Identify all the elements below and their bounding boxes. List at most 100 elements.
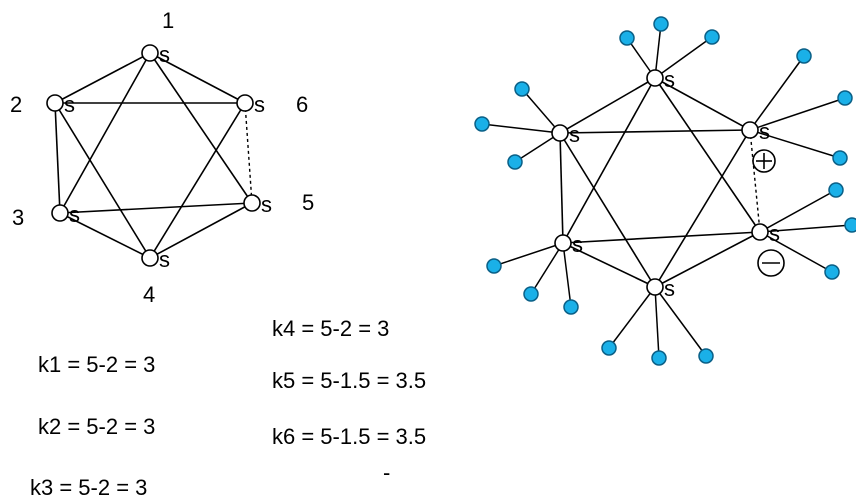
ligand-sphere	[698, 348, 714, 364]
right-atom-upper-right: s	[741, 119, 770, 144]
left-atom-3: s	[51, 202, 80, 227]
bond-1-3	[59, 52, 151, 214]
bond	[559, 77, 656, 134]
ligand-sphere	[563, 299, 579, 315]
k3-equation: k3 = 5-2 = 3	[30, 475, 147, 499]
left-cluster: s s s s s s 1 2 6 3 5 4	[10, 8, 314, 307]
ligand-bond	[562, 242, 572, 308]
left-atom-5: s	[243, 192, 272, 217]
bond	[559, 132, 656, 288]
ligand-sphere	[523, 286, 539, 302]
bond	[562, 231, 761, 244]
ligand-sphere	[704, 29, 720, 45]
ligand-sphere	[474, 116, 490, 132]
bond	[562, 77, 656, 244]
bond	[559, 129, 751, 134]
atom-circle	[236, 94, 254, 112]
atom-number-4: 4	[143, 282, 155, 307]
ligand-bond	[521, 88, 561, 134]
k4-equation: k4 = 5-2 = 3	[272, 316, 389, 341]
bond	[559, 132, 564, 244]
bond	[562, 242, 656, 288]
ligand-sphere	[796, 48, 812, 64]
atom-number-1: 1	[162, 8, 174, 33]
ligand-sphere	[832, 150, 848, 166]
right-atom-bottom: s	[646, 276, 675, 301]
ligand-sphere	[651, 350, 667, 366]
right-atom-upper-left: s	[551, 122, 580, 147]
atom-symbol: s	[159, 247, 170, 272]
ligand-sphere	[486, 258, 502, 274]
atom-symbol: s	[759, 119, 770, 144]
atom-symbol: s	[64, 92, 75, 117]
right-atom-lower-left: s	[554, 232, 583, 257]
ligand-bond	[514, 132, 561, 163]
atom-number-3: 3	[12, 205, 24, 230]
bond	[654, 231, 761, 288]
atom-circle	[751, 223, 769, 241]
ligand-bonds	[481, 23, 853, 359]
atom-number-5: 5	[302, 190, 314, 215]
ligand-sphere	[601, 340, 617, 356]
atom-number-6: 6	[296, 92, 308, 117]
atom-circle	[51, 204, 69, 222]
ligand-sphere	[507, 154, 523, 170]
atom-symbol: s	[159, 42, 170, 67]
ligand-bond	[530, 242, 564, 295]
atom-circle	[741, 121, 759, 139]
atom-circle	[646, 69, 664, 87]
left-bonds	[54, 52, 253, 259]
ligand-bond	[749, 97, 846, 131]
atom-circle	[554, 234, 572, 252]
ligand-sphere	[844, 217, 856, 233]
right-cluster: s s s s s s	[474, 16, 856, 366]
bond-5-4	[149, 202, 253, 259]
minus-charge-icon	[757, 249, 785, 277]
ligand-sphere	[514, 81, 530, 97]
atom-symbol: s	[261, 192, 272, 217]
bond-6-5-dashed	[244, 102, 253, 204]
bond-1-6	[149, 52, 246, 104]
ligand-bond	[608, 286, 656, 349]
k5-equation: k5 = 5-1.5 = 3.5	[272, 368, 426, 393]
atom-symbol: s	[572, 232, 583, 257]
ligand-sphere	[653, 16, 669, 32]
k2-equation: k2 = 5-2 = 3	[38, 414, 155, 439]
bond-2-4	[54, 102, 151, 259]
bond-dashed	[749, 129, 761, 233]
ligand-bond	[759, 231, 833, 273]
bond-6-4	[149, 102, 246, 259]
atom-symbol: s	[69, 202, 80, 227]
atom-circle	[243, 194, 261, 212]
atom-symbol: s	[254, 92, 265, 117]
atom-circle	[551, 124, 569, 142]
bond	[654, 77, 751, 131]
ligand-bond	[654, 286, 707, 357]
atom-symbol: s	[664, 67, 675, 92]
ligand-bond	[759, 189, 837, 233]
ligand-sphere	[824, 264, 840, 280]
bond-3-5	[59, 202, 253, 214]
footnote-dash: -	[383, 460, 390, 485]
k1-equation: k1 = 5-2 = 3	[38, 352, 155, 377]
right-atom-lower-right: s	[751, 221, 780, 246]
bond	[654, 129, 751, 288]
k-values: k1 = 5-2 = 3 k2 = 5-2 = 3 k3 = 5-2 = 3 k…	[30, 316, 426, 499]
right-bonds	[559, 77, 761, 288]
atom-number-2: 2	[10, 92, 22, 117]
left-atom-2: s	[46, 92, 75, 117]
bond-2-3	[54, 102, 61, 214]
atom-symbol: s	[664, 276, 675, 301]
ligand-bond	[654, 286, 660, 359]
atom-circle	[141, 44, 159, 62]
bond-3-4	[59, 212, 151, 259]
right-atom-top: s	[646, 67, 675, 92]
ligand-bond	[481, 123, 561, 134]
left-atom-4: s	[141, 247, 170, 272]
plus-charge-icon	[752, 149, 776, 173]
atom-symbol: s	[769, 221, 780, 246]
k6-equation: k6 = 5-1.5 = 3.5	[272, 424, 426, 449]
atom-circle	[46, 94, 64, 112]
atom-circle	[646, 278, 664, 296]
